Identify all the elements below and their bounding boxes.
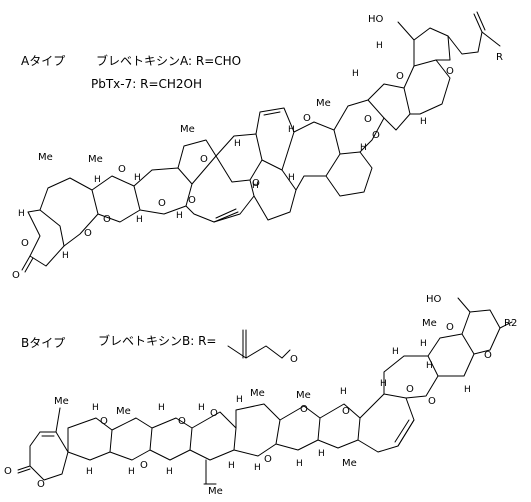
atom-h: H xyxy=(360,143,367,153)
atom-h: H xyxy=(94,175,101,185)
atom-o: O xyxy=(200,154,208,165)
atom-h: H xyxy=(166,467,173,477)
atom-me: Me xyxy=(250,388,265,399)
atom-o: O xyxy=(484,350,492,361)
brevetoxin-b-label: ブレベトキシンB: R= xyxy=(98,334,217,348)
atom-h: H xyxy=(318,449,325,459)
atom-h: H xyxy=(288,173,295,183)
atom-me: Me xyxy=(208,486,223,497)
atom-ho: HO xyxy=(368,14,384,25)
atom-me: Me xyxy=(116,406,131,417)
atom-r2: R2 xyxy=(504,318,517,329)
atom-me: Me xyxy=(180,124,195,135)
atom-h: H xyxy=(426,361,433,371)
atom-o: O xyxy=(188,195,196,206)
brevetoxin-a-label: ブレベトキシンA: R=CHO xyxy=(96,54,242,68)
atom-me: Me xyxy=(316,98,331,109)
atom-ho: HO xyxy=(426,294,442,305)
atom-o: O xyxy=(12,270,20,281)
atom-h: H xyxy=(376,41,383,51)
atom-o: O xyxy=(100,416,108,427)
atom-me: Me xyxy=(38,152,53,163)
atom-r: R xyxy=(496,52,503,63)
atom-me: Me xyxy=(88,154,103,165)
atom-h: H xyxy=(288,125,295,135)
atom-me: Me xyxy=(422,318,437,329)
atom-o: O xyxy=(446,322,454,333)
atom-h: H xyxy=(352,69,359,79)
atom-o: O xyxy=(300,404,308,415)
pbtx7-label: PbTx-7: R=CH2OH xyxy=(91,77,203,91)
atom-h: H xyxy=(18,209,25,219)
atom-o: O xyxy=(252,178,260,189)
atom-h: H xyxy=(340,387,347,397)
atom-o: O xyxy=(264,454,272,465)
brevetoxin-b-structure: O O O O O O O O O O O O O O Me Me Me Me … xyxy=(4,294,517,497)
atom-o: O xyxy=(37,479,45,490)
atom-h: H xyxy=(420,339,427,349)
atom-h: H xyxy=(228,461,235,471)
atom-o: O xyxy=(446,66,454,77)
atom-h: H xyxy=(128,467,135,477)
atom-o: O xyxy=(103,214,111,225)
atom-h: H xyxy=(158,403,165,413)
atom-o: O xyxy=(158,198,166,209)
atom-me: Me xyxy=(342,458,357,469)
atom-o: O xyxy=(372,130,380,141)
atom-me: Me xyxy=(54,396,69,407)
atom-h: H xyxy=(254,463,261,473)
atom-h: H xyxy=(62,251,69,261)
atom-h: H xyxy=(392,347,399,357)
atom-o: O xyxy=(303,113,311,124)
type-b-label: Bタイプ xyxy=(21,336,66,350)
atom-o: O xyxy=(290,354,298,365)
type-a-label: Aタイプ xyxy=(21,54,66,68)
atom-o: O xyxy=(4,466,12,477)
atom-o: O xyxy=(406,384,414,395)
atom-o: O xyxy=(364,114,372,125)
atom-o: O xyxy=(140,460,148,471)
atom-h: H xyxy=(296,459,303,469)
atom-me: Me xyxy=(296,390,311,401)
atom-o: O xyxy=(84,228,92,239)
atom-h: H xyxy=(420,117,427,127)
atom-o: O xyxy=(118,164,126,175)
atom-h: H xyxy=(234,139,241,149)
atom-o: O xyxy=(342,406,350,417)
atom-h: H xyxy=(176,211,183,221)
atom-o: O xyxy=(21,238,29,249)
atom-h: H xyxy=(198,403,205,413)
atom-o: O xyxy=(178,416,186,427)
atom-o: O xyxy=(396,71,404,82)
atom-h: H xyxy=(136,215,143,225)
atom-h: H xyxy=(236,395,243,405)
brevetoxin-a-structure: O O O O O O O O O O O O O O Me Me Me Me … xyxy=(12,11,503,281)
atom-o: O xyxy=(210,408,218,419)
atom-h: H xyxy=(252,181,259,191)
atom-h: H xyxy=(92,403,99,413)
atom-o: O xyxy=(428,396,436,407)
atom-h: H xyxy=(134,173,141,183)
atom-h: H xyxy=(464,385,471,395)
atom-h: H xyxy=(86,467,93,477)
atom-h: H xyxy=(380,379,387,389)
